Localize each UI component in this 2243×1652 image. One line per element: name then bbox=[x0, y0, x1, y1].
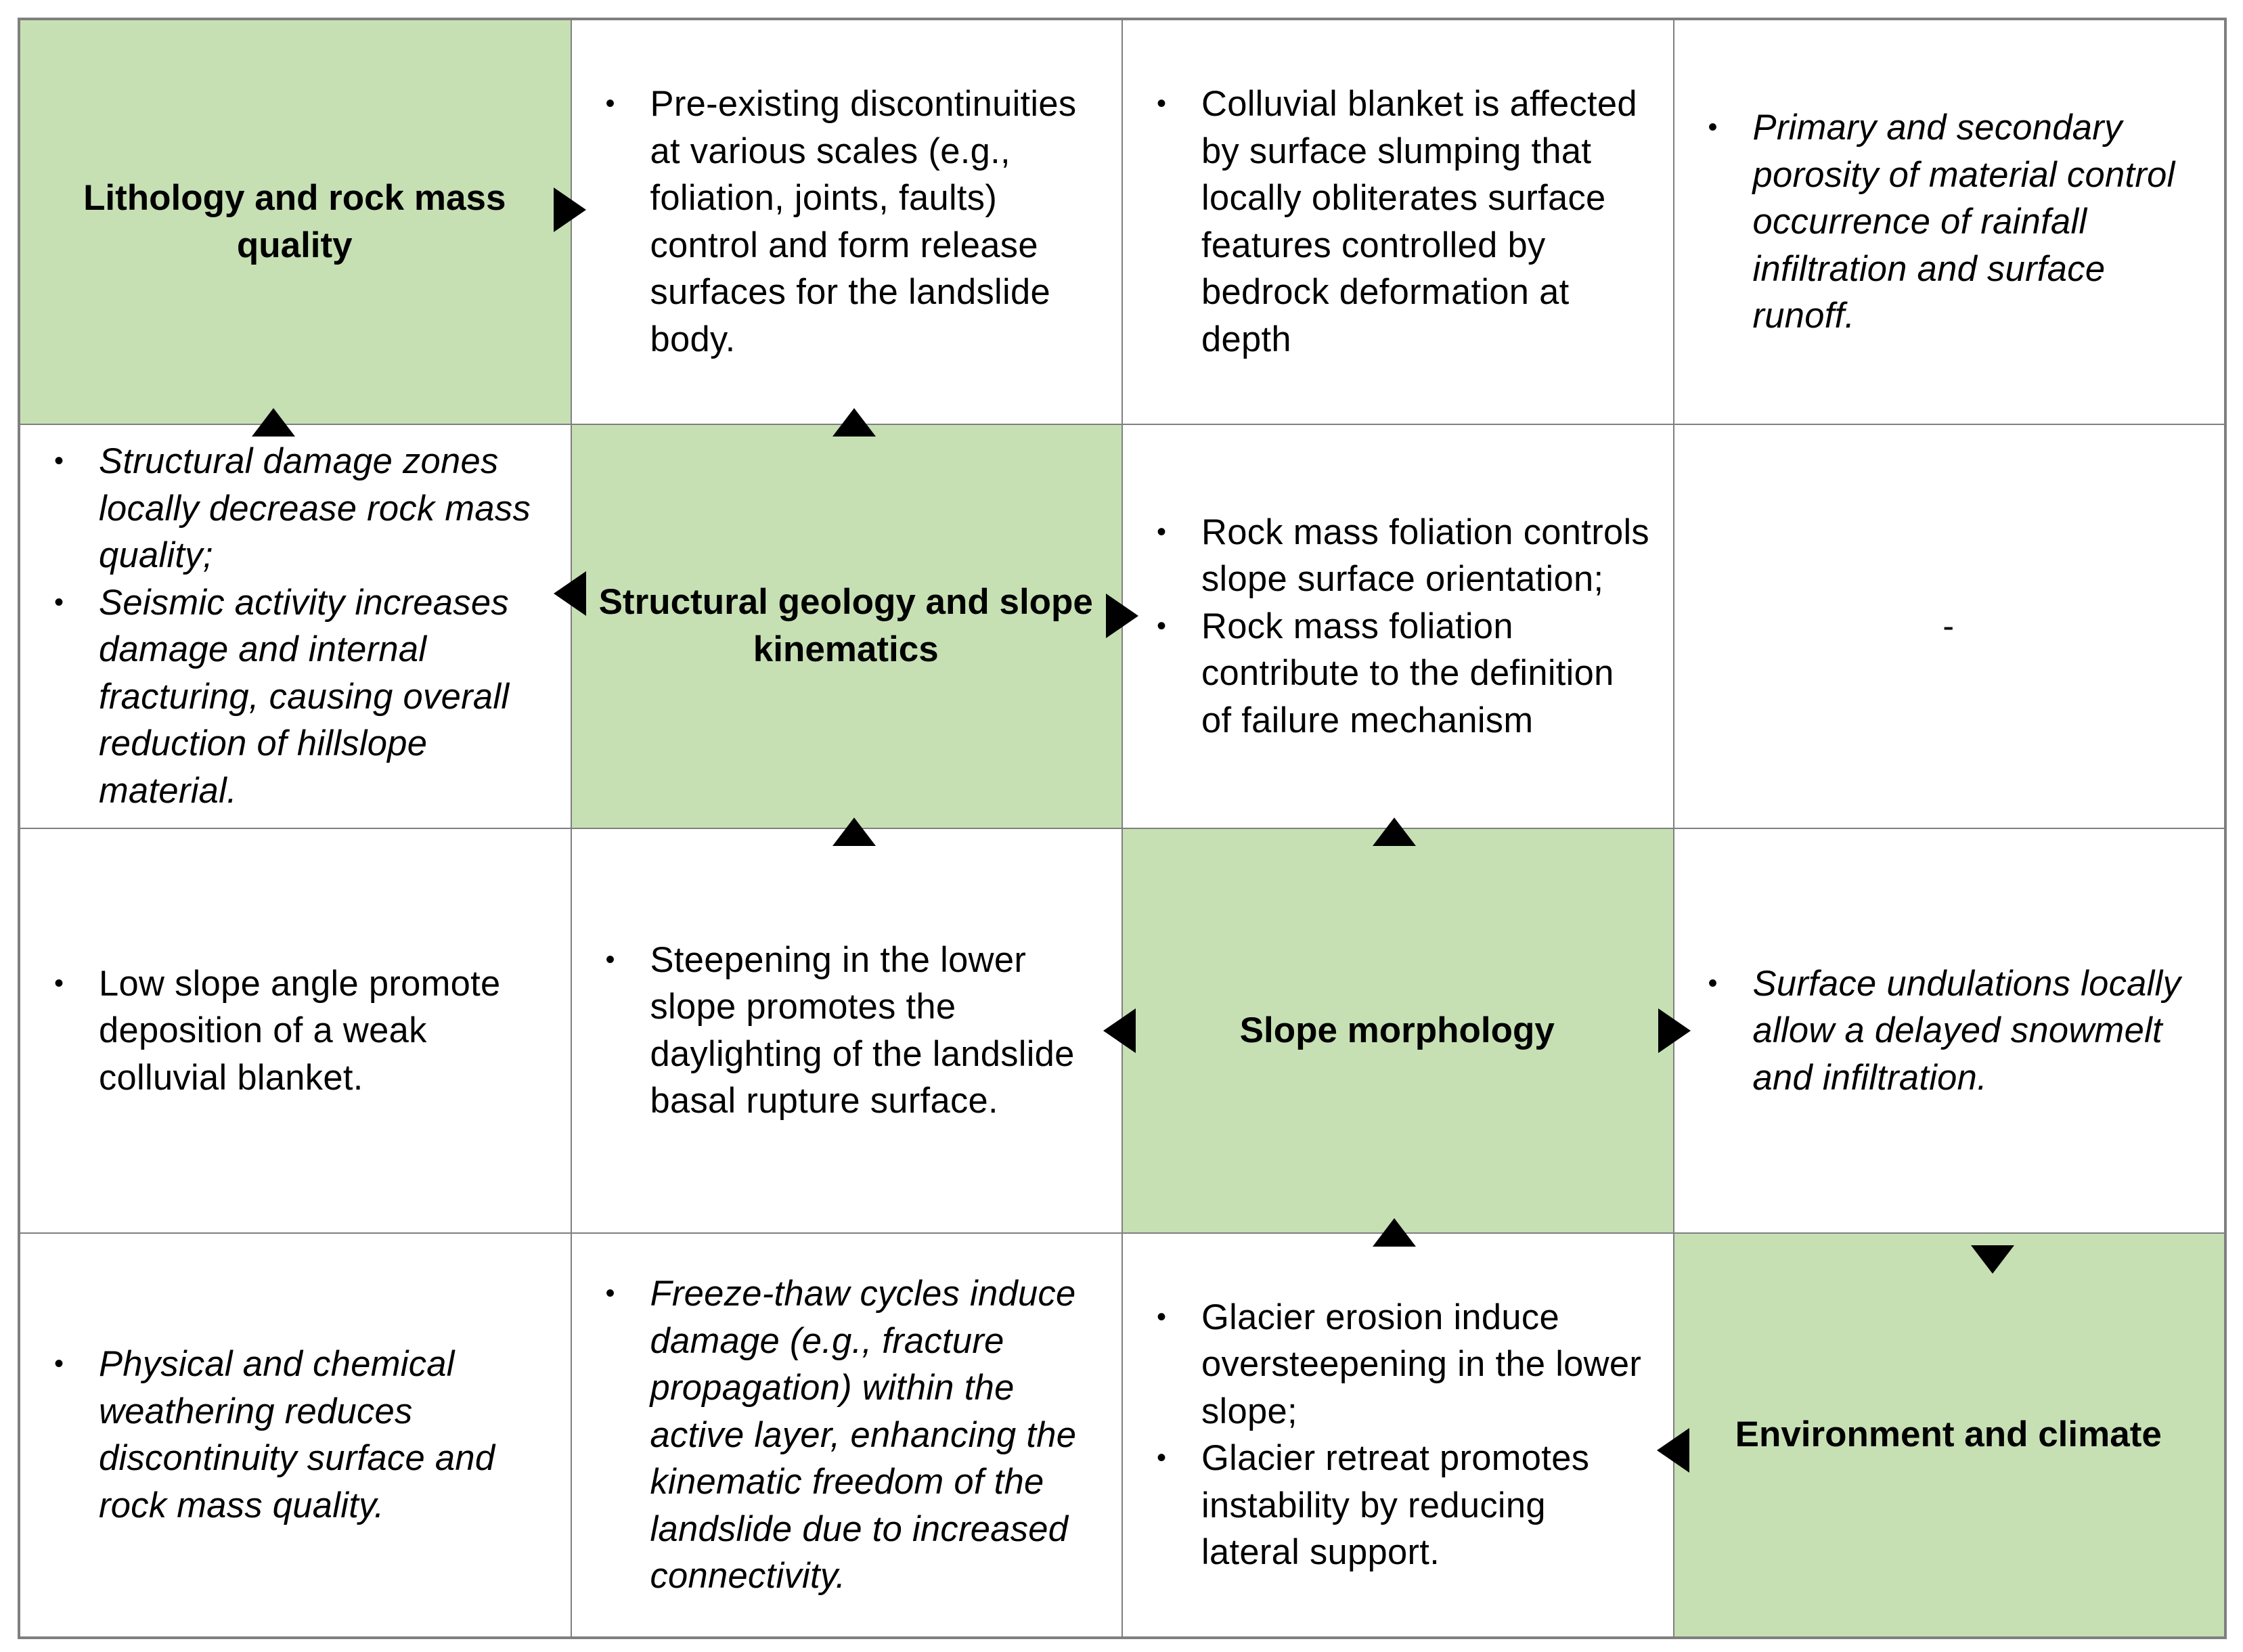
interaction-text: Glacier retreat promotes instability by … bbox=[1142, 1435, 1653, 1576]
interaction-text: Physical and chemical weathering reduces… bbox=[39, 1341, 550, 1529]
interaction-cell-r2c0: Low slope angle promote deposition of a … bbox=[20, 828, 571, 1233]
interaction-cell-r2c3: Surface undulations locally allow a dela… bbox=[1673, 828, 2225, 1233]
interaction-text: Surface undulations locally allow a dela… bbox=[1693, 960, 2204, 1102]
interaction-text: Pre-existing discontinuities at various … bbox=[591, 81, 1102, 363]
interaction-text: Rock mass foliation controls slope surfa… bbox=[1142, 509, 1653, 603]
factor-label-environment-climate: Environment and climate bbox=[1735, 1414, 2162, 1455]
diagonal-cell-environment-climate: Environment and climate bbox=[1673, 1232, 2225, 1637]
interaction-cell-r3c2: Glacier erosion induce oversteepening in… bbox=[1122, 1232, 1674, 1637]
interaction-text: Low slope angle promote deposition of a … bbox=[39, 960, 550, 1102]
interaction-text: Colluvial blanket is affected by surface… bbox=[1142, 81, 1653, 363]
interaction-text: Seismic activity increases damage and in… bbox=[39, 579, 550, 815]
interaction-cell-r1c0: Structural damage zones locally decrease… bbox=[20, 424, 571, 828]
interaction-text: Rock mass foliation contribute to the de… bbox=[1142, 603, 1653, 744]
interaction-text: Primary and secondary porosity of materi… bbox=[1693, 104, 2204, 340]
interaction-text: Steepening in the lower slope promotes t… bbox=[591, 937, 1102, 1125]
interaction-cell-r1c3: - bbox=[1673, 424, 2225, 828]
interaction-text: Structural damage zones locally decrease… bbox=[39, 438, 550, 579]
factor-label-slope-morphology: Slope morphology bbox=[1239, 1010, 1555, 1050]
interaction-cell-r3c0: Physical and chemical weathering reduces… bbox=[20, 1232, 571, 1637]
interaction-text: Freeze-thaw cycles induce damage (e.g., … bbox=[591, 1270, 1102, 1600]
factor-label-structural-geology: Structural geology and slope kinematics bbox=[598, 582, 1093, 670]
empty-dash: - bbox=[1942, 607, 1955, 646]
diagonal-cell-slope-morphology: Slope morphology bbox=[1122, 828, 1674, 1233]
interaction-cell-r3c1: Freeze-thaw cycles induce damage (e.g., … bbox=[571, 1232, 1122, 1637]
interaction-cell-r0c1: Pre-existing discontinuities at various … bbox=[571, 20, 1122, 424]
diagonal-cell-lithology: Lithology and rock mass quality bbox=[20, 20, 571, 424]
interaction-cell-r1c2: Rock mass foliation controls slope surfa… bbox=[1122, 424, 1674, 828]
interaction-text: Glacier erosion induce oversteepening in… bbox=[1142, 1294, 1653, 1435]
interaction-cell-r2c1: Steepening in the lower slope promotes t… bbox=[571, 828, 1122, 1233]
interaction-cell-r0c2: Colluvial blanket is affected by surface… bbox=[1122, 20, 1674, 424]
interaction-cell-r0c3: Primary and secondary porosity of materi… bbox=[1673, 20, 2225, 424]
interaction-matrix: Lithology and rock mass quality Pre-exis… bbox=[18, 18, 2227, 1639]
diagonal-cell-structural-geology: Structural geology and slope kinematics bbox=[571, 424, 1122, 828]
factor-label-lithology: Lithology and rock mass quality bbox=[83, 177, 506, 265]
